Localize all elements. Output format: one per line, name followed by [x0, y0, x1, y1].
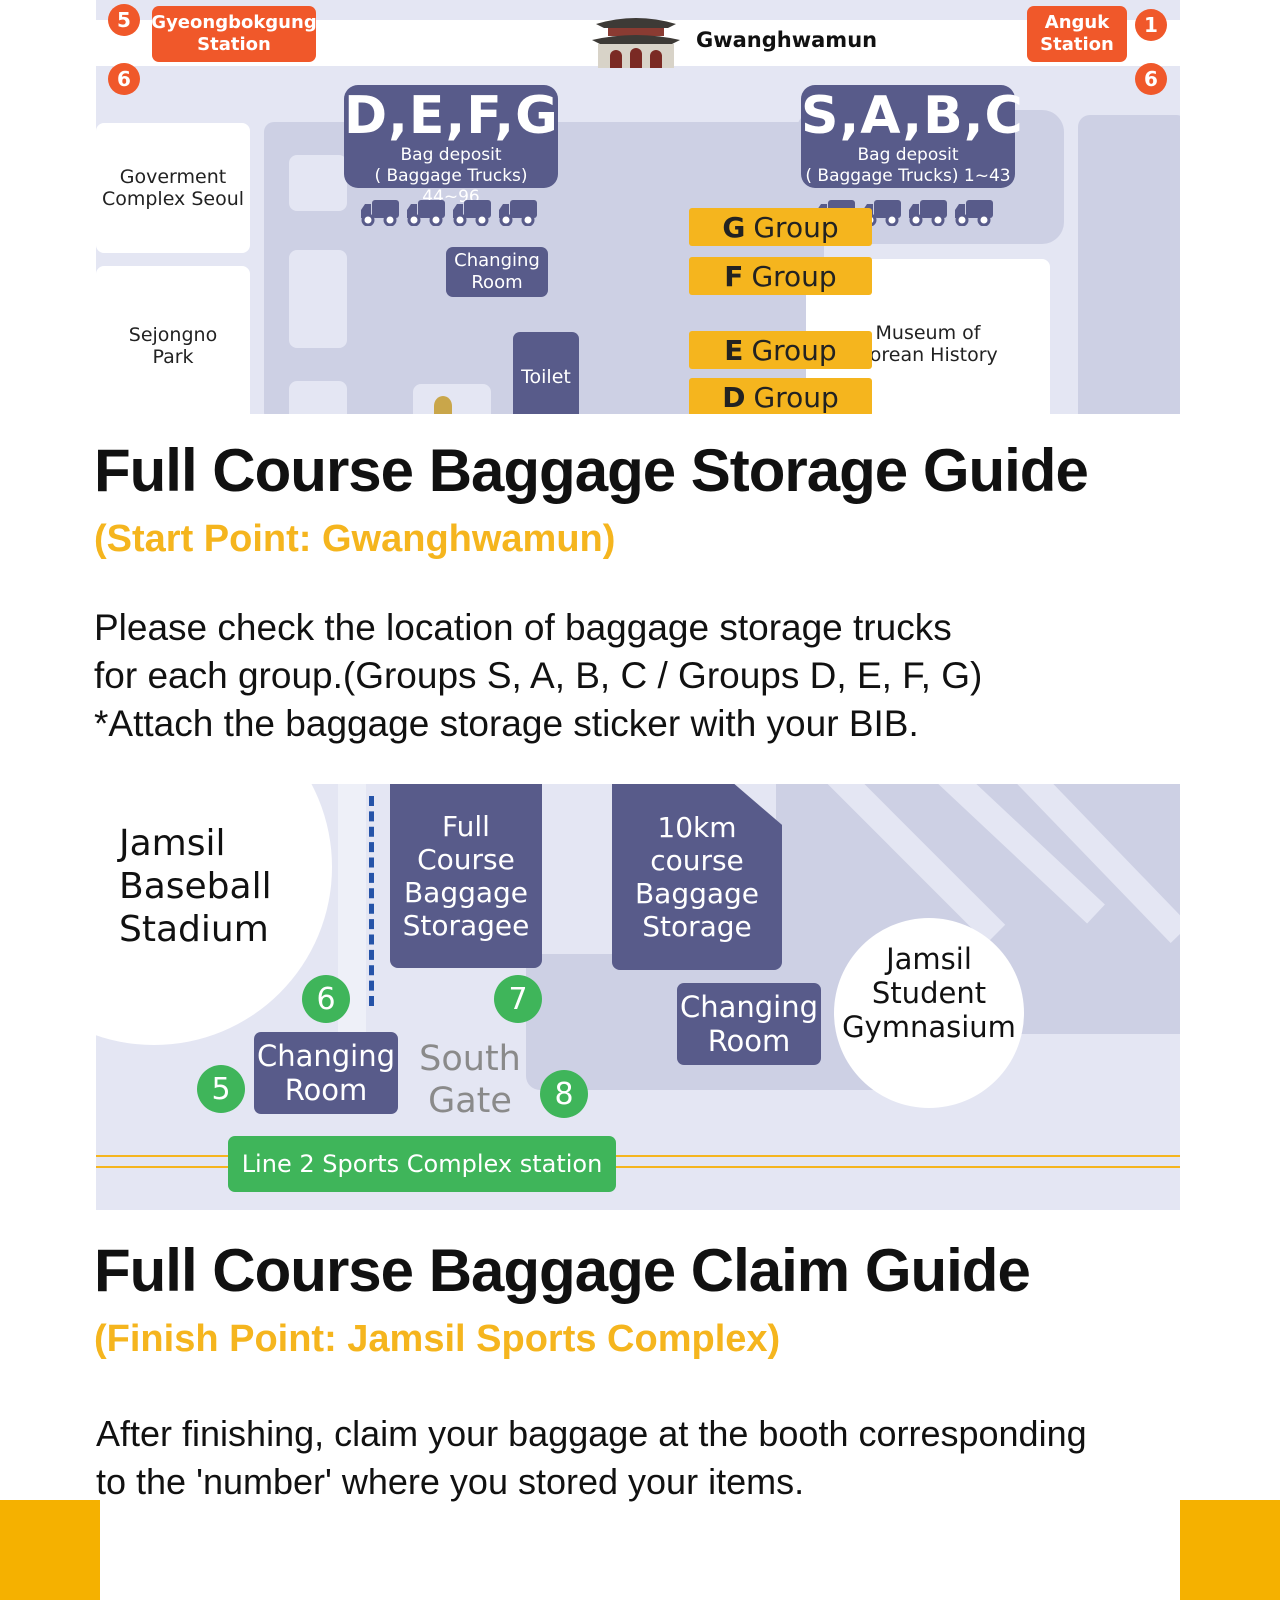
corner-decoration — [1180, 1500, 1280, 1600]
group-letter: D — [722, 380, 746, 414]
full-course-storage: Full Course Baggage Storagee — [390, 784, 542, 968]
statue-icon — [434, 396, 452, 414]
plaza-tile — [289, 381, 347, 414]
exit-badge-green: 6 — [302, 975, 350, 1023]
truck-icon — [955, 200, 993, 226]
gymnasium-label: Jamsil Student Gymnasium — [842, 942, 1016, 1044]
exit-badge: 5 — [108, 4, 140, 36]
changing-room-left: Changing Room — [254, 1032, 398, 1114]
station-label: Line 2 Sports Complex station — [228, 1136, 616, 1192]
claim-guide-subtitle: (Finish Point: Jamsil Sports Complex) — [94, 1318, 781, 1360]
sejongno-park-label: Sejongno Park — [96, 266, 250, 414]
group-letter: G — [722, 210, 746, 244]
group-word: Group — [751, 259, 837, 293]
deposit-groups: D,E,F,G — [344, 86, 559, 146]
group-word: Group — [753, 380, 839, 414]
plaza-tile — [289, 250, 347, 348]
finish-point-map: Jamsil Baseball Stadium Full Course Bagg… — [96, 784, 1180, 1210]
station-gyeongbokgung: Gyeongbokgung Station — [151, 6, 317, 62]
gymnasium-circle — [834, 918, 1024, 1108]
changing-room-right: Changing Room — [677, 983, 821, 1065]
text-line: Please check the location of baggage sto… — [94, 607, 952, 648]
exit-badge-green: 7 — [494, 975, 542, 1023]
subway-line — [96, 1166, 1180, 1168]
exit-badge-green: 8 — [540, 1070, 588, 1118]
group-word: Group — [753, 210, 839, 244]
group-letter: E — [724, 333, 744, 367]
storage-guide-title: Full Course Baggage Storage Guide — [94, 437, 1089, 504]
exit-badge: 1 — [1135, 9, 1167, 41]
changing-room-start: Changing Room — [446, 247, 548, 297]
deposit-box-defg: D,E,F,G Bag deposit ( Baggage Trucks) 44… — [344, 85, 559, 207]
truck-row-left — [360, 198, 538, 226]
diagonal-roads — [827, 784, 1180, 944]
toilet: Toilet — [513, 332, 579, 414]
subway-line — [96, 1155, 1180, 1157]
exit-badge: 6 — [1135, 63, 1167, 95]
truck-icon — [361, 200, 399, 226]
text-line: *Attach the baggage storage sticker with… — [94, 703, 919, 744]
group-word: Group — [751, 333, 837, 367]
palace-gate-icon — [592, 10, 680, 68]
group-letter: F — [724, 259, 744, 293]
exit-badge-green: 5 — [197, 1065, 245, 1113]
text-line: After finishing, claim your baggage at t… — [96, 1413, 1087, 1454]
station-anguk: Anguk Station — [1027, 6, 1127, 62]
claim-guide-text: After finishing, claim your baggage at t… — [96, 1410, 1087, 1506]
deposit-box-sabc: S,A,B,C Bag deposit ( Baggage Trucks) 1~… — [801, 85, 1024, 188]
truck-icon — [407, 200, 445, 226]
claim-guide-title: Full Course Baggage Claim Guide — [94, 1237, 1031, 1304]
far-right-block — [1078, 115, 1180, 414]
deposit-line1: Bag deposit — [857, 145, 959, 165]
plaza-tile — [289, 155, 347, 211]
truck-icon — [453, 200, 491, 226]
stadium-label: Jamsil Baseball Stadium — [119, 823, 272, 950]
landmark-label: Gwanghwamun — [696, 28, 878, 52]
storage-guide-text: Please check the location of baggage sto… — [94, 604, 982, 748]
truck-icon — [909, 200, 947, 226]
text-line: to the 'number' where you stored your it… — [96, 1461, 805, 1502]
dashed-route — [369, 796, 374, 1006]
deposit-line2: ( Baggage Trucks) 1~43 — [805, 166, 1011, 186]
deposit-groups: S,A,B,C — [801, 86, 1024, 146]
exit-badge: 6 — [108, 63, 140, 95]
deposit-line1: Bag deposit — [400, 145, 502, 165]
south-gate-label: South Gate — [419, 1039, 521, 1121]
corner-decoration — [0, 1500, 100, 1600]
plaza-tile — [413, 384, 491, 414]
text-line: for each group.(Groups S, A, B, C / Grou… — [94, 655, 983, 696]
tenk-storage: 10km course Baggage Storage — [612, 784, 782, 970]
truck-icon — [499, 200, 537, 226]
start-point-map: 5 6 Gyeongbokgung Station Anguk Station … — [96, 0, 1180, 414]
storage-guide-subtitle: (Start Point: Gwanghwamun) — [94, 518, 616, 560]
government-complex-label: Goverment Complex Seoul — [96, 123, 250, 253]
